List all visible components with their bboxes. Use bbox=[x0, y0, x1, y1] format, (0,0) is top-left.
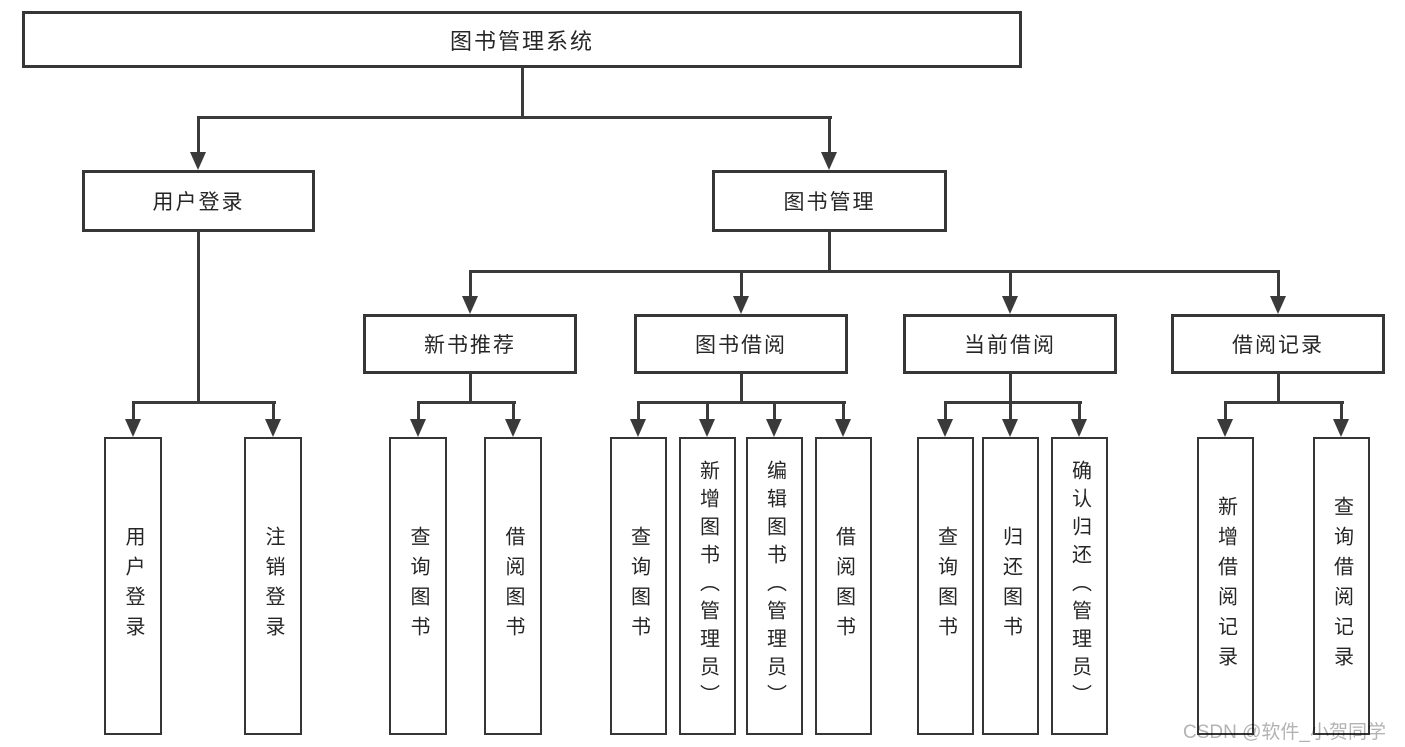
connector-line bbox=[417, 401, 420, 421]
node-leaf-edit-book-admin: 编辑图书（管理员） bbox=[746, 437, 803, 735]
connector-line bbox=[773, 401, 776, 421]
connector-line bbox=[197, 230, 200, 404]
connector-line bbox=[1009, 401, 1012, 421]
connector-line bbox=[1224, 401, 1344, 404]
node-book-borrow: 图书借阅 bbox=[634, 314, 848, 374]
node-leaf-query-book-current: 查询图书 bbox=[917, 437, 974, 735]
node-leaf-user-login: 用户登录 bbox=[104, 437, 162, 735]
connector-arrow-down bbox=[265, 419, 281, 437]
node-book-management: 图书管理 bbox=[712, 170, 947, 232]
connector-line bbox=[417, 401, 516, 404]
node-user-login: 用户登录 bbox=[82, 170, 315, 232]
connector-line bbox=[1009, 372, 1012, 404]
connector-arrow-down bbox=[190, 152, 206, 170]
node-leaf-query-book-borrow: 查询图书 bbox=[610, 437, 667, 735]
connector-line bbox=[197, 116, 200, 153]
connector-line bbox=[740, 372, 743, 404]
connector-arrow-down bbox=[125, 419, 141, 437]
watermark-text: CSDN @软件_小贺同学 bbox=[1183, 722, 1386, 743]
connector-line bbox=[828, 230, 831, 273]
node-leaf-query-borrow-record: 查询借阅记录 bbox=[1313, 437, 1370, 735]
connector-arrow-down bbox=[630, 419, 646, 437]
connector-line bbox=[740, 270, 743, 298]
connector-line bbox=[637, 401, 846, 404]
connector-line bbox=[1277, 372, 1280, 404]
connector-line bbox=[828, 116, 831, 153]
connector-line bbox=[197, 116, 832, 119]
connector-arrow-down bbox=[1002, 419, 1018, 437]
connector-arrow-down bbox=[1270, 296, 1286, 314]
connector-line bbox=[842, 401, 845, 421]
connector-arrow-down bbox=[1002, 296, 1018, 314]
connector-arrow-down bbox=[766, 419, 782, 437]
connector-line bbox=[1009, 270, 1012, 298]
connector-line bbox=[944, 401, 947, 421]
connector-line bbox=[944, 401, 1082, 404]
connector-arrow-down bbox=[410, 419, 426, 437]
connector-line bbox=[706, 401, 709, 421]
node-new-book-recommend: 新书推荐 bbox=[363, 314, 577, 374]
node-leaf-add-borrow-record: 新增借阅记录 bbox=[1197, 437, 1254, 735]
connector-line bbox=[1340, 401, 1343, 421]
node-leaf-return-book: 归还图书 bbox=[982, 437, 1039, 735]
connector-line bbox=[1224, 401, 1227, 421]
connector-arrow-down bbox=[699, 419, 715, 437]
connector-line bbox=[512, 401, 515, 421]
node-leaf-add-book-admin: 新增图书（管理员） bbox=[679, 437, 736, 735]
node-leaf-query-book-recommend: 查询图书 bbox=[389, 437, 447, 735]
node-leaf-borrow-book: 借阅图书 bbox=[815, 437, 872, 735]
connector-arrow-down bbox=[1333, 419, 1349, 437]
node-leaf-confirm-return-admin: 确认归还（管理员） bbox=[1051, 437, 1108, 735]
connector-line bbox=[469, 372, 472, 404]
connector-line bbox=[521, 68, 524, 119]
connector-line bbox=[272, 401, 275, 421]
connector-arrow-down bbox=[462, 296, 478, 314]
node-current-borrow: 当前借阅 bbox=[903, 314, 1117, 374]
connector-line bbox=[132, 401, 135, 421]
connector-line bbox=[637, 401, 640, 421]
node-library-system: 图书管理系统 bbox=[22, 11, 1022, 68]
connector-line bbox=[469, 270, 472, 298]
connector-arrow-down bbox=[733, 296, 749, 314]
connector-arrow-down bbox=[937, 419, 953, 437]
node-leaf-borrow-book-recommend: 借阅图书 bbox=[484, 437, 542, 735]
connector-arrow-down bbox=[1217, 419, 1233, 437]
connector-arrow-down bbox=[505, 419, 521, 437]
node-leaf-logout: 注销登录 bbox=[244, 437, 302, 735]
connector-arrow-down bbox=[835, 419, 851, 437]
connector-line bbox=[132, 401, 276, 404]
connector-line bbox=[1078, 401, 1081, 421]
node-borrow-record: 借阅记录 bbox=[1171, 314, 1385, 374]
connector-arrow-down bbox=[821, 152, 837, 170]
connector-line bbox=[469, 270, 1280, 273]
connector-arrow-down bbox=[1071, 419, 1087, 437]
connector-line bbox=[1277, 270, 1280, 298]
